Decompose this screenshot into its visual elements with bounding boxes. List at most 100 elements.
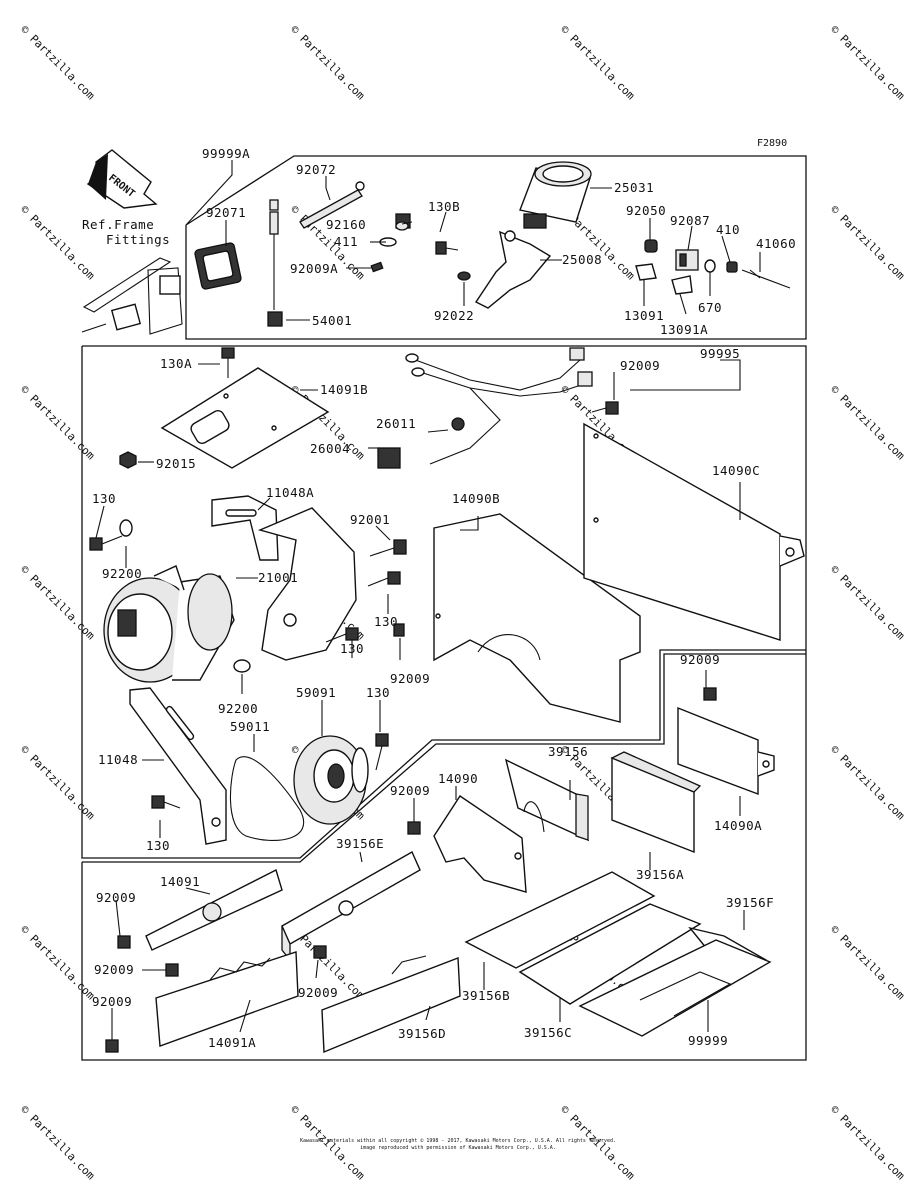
label-39156C: 39156C xyxy=(524,1025,572,1040)
label-130-low: 130 xyxy=(340,641,364,656)
foam-39156B xyxy=(464,871,656,969)
foam-99999 xyxy=(578,939,772,1037)
bracket-11048A xyxy=(211,495,357,661)
bolt-130-bottom xyxy=(151,795,181,809)
label-92160: 92160 xyxy=(326,217,366,232)
washer-92022 xyxy=(457,271,471,281)
watermark-text: © Partzilla.com xyxy=(828,383,908,463)
label-92009-top: 92009 xyxy=(620,358,660,373)
cover-14091A xyxy=(155,951,299,1047)
watermark-text: © Partzilla.com xyxy=(18,743,98,823)
bolt-92001 xyxy=(369,539,407,557)
label-92022: 92022 xyxy=(434,308,474,323)
foam-39156A xyxy=(610,751,702,854)
washer-92200-top xyxy=(119,519,133,537)
watermark-text: © Partzilla.com xyxy=(18,383,98,463)
label-99999A: 99999A xyxy=(202,146,250,161)
label-130-bottom: 130 xyxy=(146,838,170,853)
copyright-line2: image reproduced with permission of Kawa… xyxy=(360,1145,556,1151)
label-92050: 92050 xyxy=(626,203,666,218)
label-92009-c: 92009 xyxy=(92,994,132,1009)
label-39156E: 39156E xyxy=(336,836,384,851)
bolt-130-mid xyxy=(367,571,401,587)
label-25031: 25031 xyxy=(614,180,654,195)
front-arrow-icon: FRONT xyxy=(86,149,158,209)
label-92009-a: 92009 xyxy=(94,962,134,977)
pulley-59091 xyxy=(293,735,369,825)
belt-59011 xyxy=(229,756,305,841)
watermark-text: © Partzilla.com xyxy=(18,923,98,1003)
label-41060: 41060 xyxy=(756,236,796,251)
bolt-130-left xyxy=(89,535,123,551)
label-410: 410 xyxy=(716,222,740,237)
screw-92009-right xyxy=(703,687,717,701)
bolt-130-pulley xyxy=(375,733,389,771)
watermark-text: © Partzilla.com xyxy=(18,1103,98,1183)
label-99995: 99995 xyxy=(700,346,740,361)
copyright-line1: Kawasaki materials within all copyright … xyxy=(300,1138,616,1144)
label-92071: 92071 xyxy=(206,205,246,220)
label-39156F: 39156F xyxy=(726,895,774,910)
foam-39156D xyxy=(321,955,461,1054)
screw-92009-b xyxy=(313,945,327,959)
watermark-text: © Partzilla.com xyxy=(828,1103,908,1183)
label-13091A: 13091A xyxy=(660,322,708,337)
label-92009-lower: 92009 xyxy=(390,783,430,798)
bolt-130B xyxy=(435,241,459,255)
watermark-text: © Partzilla.com xyxy=(828,923,908,1003)
label-92009-cover: 92009 xyxy=(96,890,136,905)
screw-92009-top xyxy=(591,401,619,415)
leader-lines xyxy=(95,160,761,1040)
alternator-kit-frame xyxy=(81,345,807,859)
o-ring-670 xyxy=(704,259,716,273)
bracket-25008 xyxy=(474,230,552,309)
label-130-mid: 130 xyxy=(374,614,398,629)
label-92015: 92015 xyxy=(156,456,196,471)
watermark-text: © Partzilla.com xyxy=(828,203,908,283)
label-14090B: 14090B xyxy=(452,491,500,506)
label-14090: 14090 xyxy=(438,771,478,786)
label-14091A: 14091A xyxy=(208,1035,256,1050)
label-59091: 59091 xyxy=(296,685,336,700)
label-92009-right: 92009 xyxy=(680,652,720,667)
label-130A: 130A xyxy=(160,356,192,371)
plate-13091A xyxy=(671,275,693,295)
label-670: 670 xyxy=(698,300,722,315)
meter-kit-frame xyxy=(185,155,807,340)
ref-note-line2: Fittings xyxy=(106,232,170,247)
label-92001: 92001 xyxy=(350,512,390,527)
label-59011: 59011 xyxy=(230,719,270,734)
label-21001: 21001 xyxy=(258,570,298,585)
label-92072: 92072 xyxy=(296,162,336,177)
cover-plate-14091B xyxy=(160,367,330,469)
watermark-text: © Partzilla.com xyxy=(18,23,98,103)
label-14091B: 14091B xyxy=(320,382,368,397)
cable-tie-92072 xyxy=(299,181,365,229)
panel-14090 xyxy=(433,795,527,893)
label-11048: 11048 xyxy=(98,752,138,767)
label-54001: 54001 xyxy=(312,313,352,328)
watermark-text: © Partzilla.com xyxy=(828,563,908,643)
figure-code: F2890 xyxy=(757,138,787,149)
wiring-harness xyxy=(377,347,593,469)
fitting-92087 xyxy=(675,249,699,271)
label-26004: 26004 xyxy=(310,441,350,456)
watermark-text: © Partzilla.com xyxy=(288,23,368,103)
watermark-text: © Partzilla.com xyxy=(558,23,638,103)
nut-92015 xyxy=(119,451,137,469)
bolt-130A xyxy=(221,347,235,378)
label-130-left: 130 xyxy=(92,491,116,506)
label-14090C: 14090C xyxy=(712,463,760,478)
label-39156B: 39156B xyxy=(462,988,510,1003)
watermark-text: © Partzilla.com xyxy=(18,203,98,283)
screw-92009-cover xyxy=(117,935,131,949)
foam-39156 xyxy=(504,758,590,842)
label-92087: 92087 xyxy=(670,213,710,228)
label-130B: 130B xyxy=(428,199,460,214)
label-92009-b: 92009 xyxy=(298,985,338,1000)
hour-meter-25031 xyxy=(519,161,592,229)
label-26011: 26011 xyxy=(376,416,416,431)
grommet-92071 xyxy=(194,242,242,290)
nut-92050 xyxy=(644,239,658,253)
label-14090A: 14090A xyxy=(714,818,762,833)
